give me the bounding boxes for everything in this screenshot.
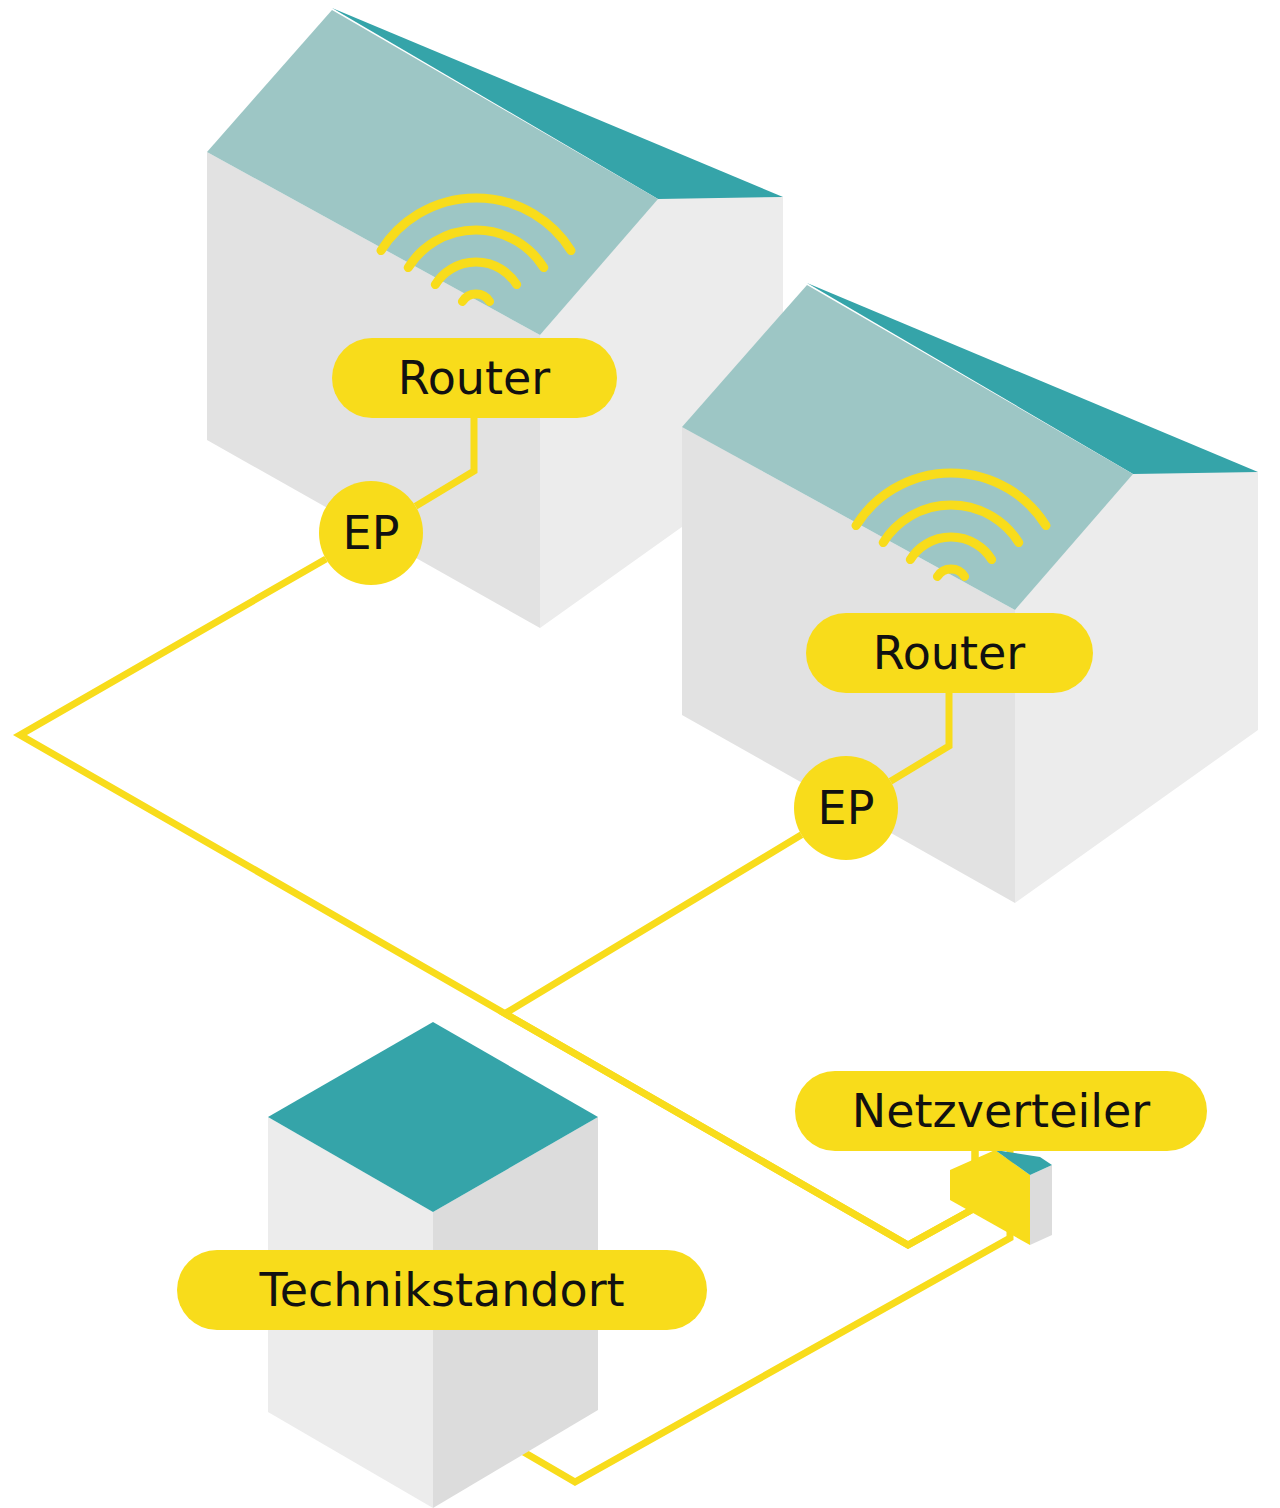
node-label: Router xyxy=(873,628,1025,679)
node-label: EP xyxy=(343,508,400,559)
site-pill: Technikstandort xyxy=(177,1250,707,1330)
tower-roof xyxy=(268,1022,598,1212)
house-two xyxy=(682,283,1258,903)
endpoint-circle: EP xyxy=(319,481,423,585)
box-top-face xyxy=(995,1150,1052,1175)
endpoint-circle: EP xyxy=(794,756,898,860)
node-label: Netzverteiler xyxy=(852,1086,1150,1137)
node-label: Technikstandort xyxy=(259,1265,624,1316)
fiber-line xyxy=(416,418,474,506)
circle-fill xyxy=(794,756,898,860)
node-label: Router xyxy=(398,353,550,404)
box-side-face xyxy=(1030,1165,1052,1245)
node-label: EP xyxy=(818,783,875,834)
distributor-pill: Netzverteiler xyxy=(795,1071,1207,1151)
router-pill: Router xyxy=(332,338,617,418)
distribution-box xyxy=(950,1150,1052,1245)
fiber-line xyxy=(891,693,949,781)
circle-fill xyxy=(319,481,423,585)
router-pill: Router xyxy=(806,613,1093,693)
